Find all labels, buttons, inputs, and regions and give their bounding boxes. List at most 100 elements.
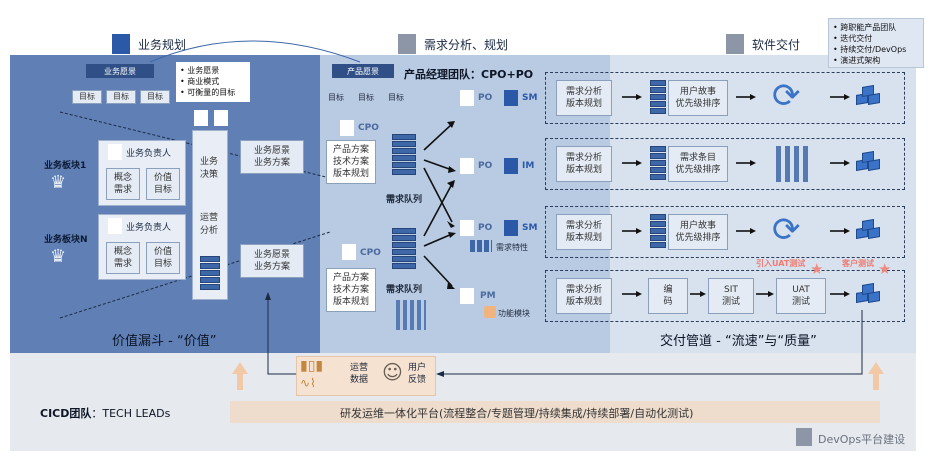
top-right-legend: 跨职能产品团队 迭代交付 持续交付/DevOps 演进式架构 [828,18,924,68]
vision-bullet: 业务愿景 [180,65,235,76]
header-delivery: 软件交付 [752,38,801,52]
sm-label: SM [522,93,538,103]
business-vision-chip: 业务愿景 [86,64,154,78]
po-icon [460,158,474,174]
delivery-lane-3 [545,206,905,258]
value-funnel-title: 价值漏斗 - “价值” [112,334,217,349]
deliverable-cubes-icon [856,218,886,242]
business-goal: 目标 [106,90,136,104]
product-vision-chip: 产品愿景 [332,64,394,78]
business-goal: 目标 [140,90,170,104]
segmentN-label: 业务板块N [44,235,88,245]
head-feedback-icon: ☺ [382,360,403,384]
lane4-coding-box: 编 码 [648,278,688,314]
crown-icon: ♛ [50,246,67,267]
business-goal: 目标 [72,90,102,104]
backlog-grid-icon [396,300,426,330]
user-feedback-label: 用户 反馈 [408,363,427,385]
pm-label: PM [480,291,496,301]
feature-grid-icon [470,240,492,252]
sm-icon [504,90,518,106]
requirement-queue-top [392,134,416,175]
pm-icon [460,288,474,304]
ops-analysis-label: 运营 分析 [200,213,219,236]
queue-label-top: 需求队列 [386,195,423,205]
segment1-owner: 业务负责人 [126,149,172,159]
header-business-planning: 业务规划 [138,38,187,52]
crown-icon: ♛ [50,172,67,193]
module-icon [484,306,496,318]
segmentN-concept-box: 概念 需求 [106,242,140,274]
product-team-title: 产品经理团队：CPO+PO [404,68,534,81]
product-goal: 目标 [328,93,344,102]
delivery-lane-2 [545,138,905,190]
delivery-lane-4 [545,270,905,322]
cpo-icon [340,120,354,136]
legend-item: 跨职能产品团队 [833,22,906,33]
product-goal: 目标 [358,93,374,102]
business-planner-icon [112,34,130,54]
cpo-label-top: CPO [358,123,379,133]
legend-item: 迭代交付 [833,33,906,44]
lane3-analysis-box: 需求分析 版本规划 [556,214,612,250]
decision-stack [200,256,220,290]
requirement-queue-bottom [392,228,416,269]
decision-team-icon [194,110,208,126]
devops-label: DevOps平台建设 [818,433,906,446]
lane4-analysis-box: 需求分析 版本规划 [556,278,612,314]
ops-data-card [296,356,436,396]
delivery-icon [726,34,744,54]
lane4-sit-box: SIT 测试 [708,278,754,314]
line-chart-icon: ∿⌇ [300,376,316,390]
legend-item: 持续交付/DevOps [833,44,906,55]
vision-bullets-card: 业务愿景 商业模式 可衡量的目标 [176,62,250,102]
star-icon: ★ [810,260,824,278]
sm-icon [504,220,518,236]
iteration-cycle-icon: ⟳ [772,76,801,116]
po-label: PO [478,161,493,171]
segment1-concept-box: 概念 需求 [106,168,140,200]
lane1-priority-box: 用户故事 优先级排序 [668,80,728,116]
lane1-analysis-box: 需求分析 版本规划 [556,80,612,116]
req-feature-label: 需求特性 [496,243,528,252]
po-icon [460,90,474,106]
cpo-plan-box-bottom: 产品方案 技术方案 版本规划 [326,268,376,312]
po-icon [460,220,474,236]
segment1-value-box: 价值 目标 [146,168,180,200]
segmentN-value-box: 价值 目标 [146,242,180,274]
intro-uat-label: 引入UAT测试 [756,259,806,268]
lane2-analysis-box: 需求分析 版本规划 [556,146,612,182]
star-icon: ★ [878,260,892,278]
segmentN-owner-icon [108,218,122,234]
vision-bullet: 商业模式 [180,76,235,87]
legend-item: 演进式架构 [833,55,906,66]
po-label: PO [478,93,493,103]
decision-label: 业务 决策 [200,157,219,180]
iteration-cycle-icon: ⟳ [772,210,801,250]
func-module-label: 功能模块 [498,309,530,318]
bar-chart-icon: ▮▯▮ [300,358,324,374]
cpo-icon [342,244,356,260]
im-icon [504,158,518,174]
plan-box-top: 业务愿景 业务方案 [240,140,304,174]
decision-team-icon [214,110,228,126]
po-label: PO [478,223,493,233]
deliverable-cubes-icon [856,282,886,306]
platform-label: 研发运维一体化平台(流程整合/专题管理/持续集成/持续部署/自动化测试) [340,407,694,420]
header-requirements: 需求分析、规划 [424,38,509,52]
lane1-story-stack [650,80,666,114]
lane2-priority-box: 需求条目 优先级排序 [668,146,728,182]
segment1-label: 业务板块1 [44,161,87,171]
vision-bullet: 可衡量的目标 [180,87,235,98]
lane3-story-stack [650,214,666,248]
ops-data-label: 运营 数据 [350,363,369,385]
devops-icon [796,428,812,446]
cpo-label-bottom: CPO [360,248,381,258]
delivery-lane-1 [545,72,905,124]
product-goal: 目标 [388,93,404,102]
plan-box-bottom: 业务愿景 业务方案 [240,244,304,278]
cicd-team-label: CICD团队：TECH LEADs [40,405,170,421]
lane3-priority-box: 用户故事 优先级排序 [668,214,728,250]
sm-label: SM [522,223,538,233]
deliverable-cubes-icon [856,84,886,108]
